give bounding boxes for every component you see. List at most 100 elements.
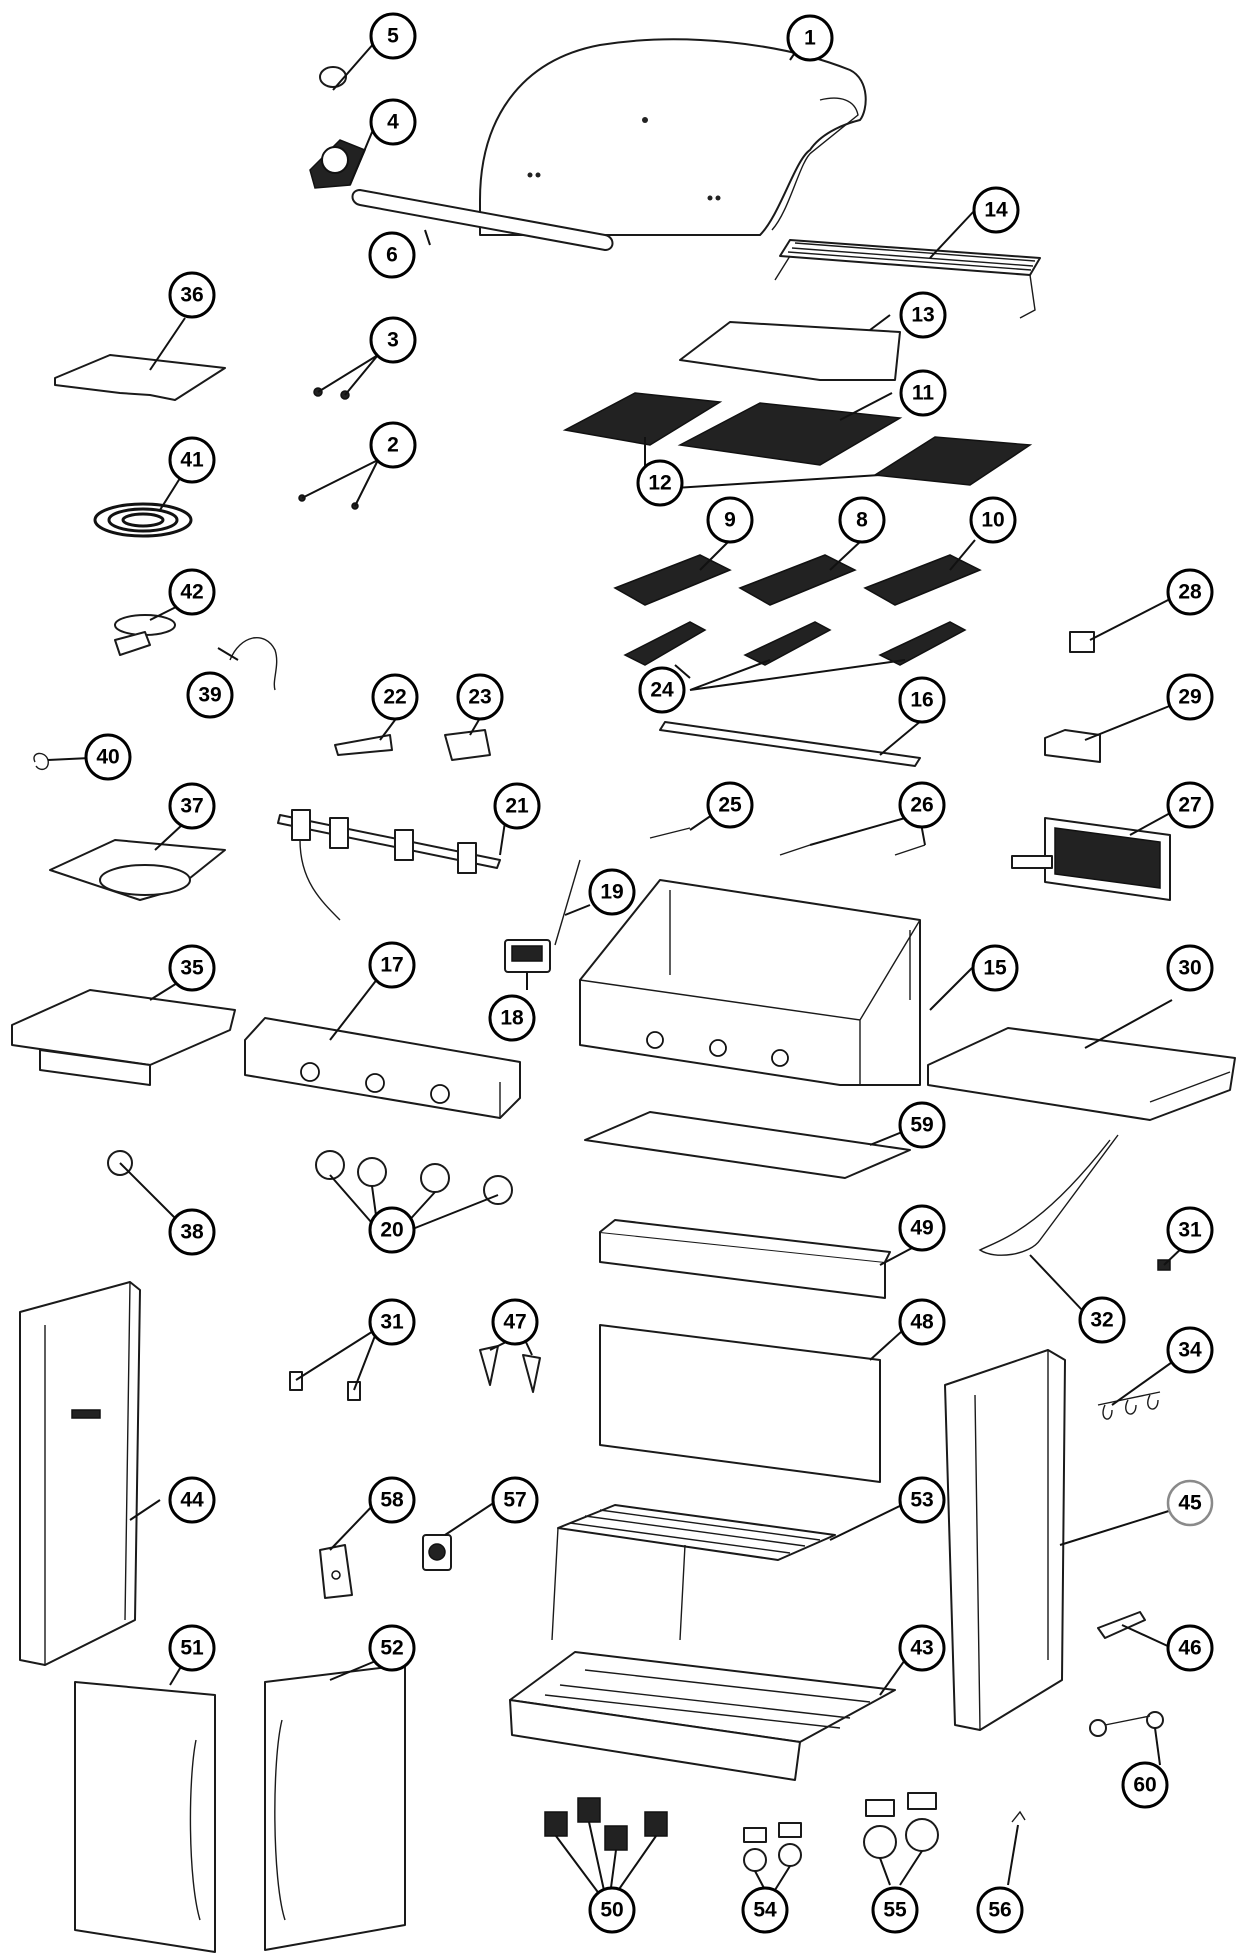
callout-circle [368, 231, 416, 279]
callout-circle [899, 369, 947, 417]
leader-lines [47, 37, 1186, 1896]
part-back-panel [599, 1324, 881, 1483]
callout-20: 20 [368, 1206, 416, 1254]
callout-53: 53 [898, 1476, 946, 1524]
callout-circle [368, 1298, 416, 1346]
part-lid-handle [351, 189, 614, 251]
callout-number: 13 [911, 304, 934, 327]
callout-number: 39 [198, 684, 221, 707]
part-side-burner-grate [93, 502, 193, 538]
part-burners [623, 621, 967, 666]
callout-number: 51 [180, 1637, 204, 1660]
part-probe-wire [554, 859, 581, 946]
callout-10: 10 [969, 496, 1017, 544]
callout-circle [168, 271, 216, 319]
callout-42: 42 [168, 568, 216, 616]
part-display-module [504, 939, 551, 973]
callout-17: 17 [368, 941, 416, 989]
callout-circle [898, 1204, 946, 1252]
callout-circle [1078, 1296, 1126, 1344]
callout-circle [898, 1298, 946, 1346]
callout-43: 43 [898, 1624, 946, 1672]
callout-number: 44 [180, 1489, 204, 1512]
callout-circle [1121, 1761, 1169, 1809]
part-pin [1011, 1810, 1026, 1823]
callout-2: 2 [369, 421, 417, 469]
callout-number: 48 [910, 1311, 934, 1334]
callout-circle [1166, 1206, 1214, 1254]
part-valve-manifold [277, 809, 501, 921]
callout-number: 17 [380, 954, 403, 977]
part-ignitor-wire [229, 637, 278, 691]
part-spring [1089, 1711, 1164, 1737]
callout-circle [1166, 568, 1214, 616]
part-clip [33, 752, 49, 771]
callout-number: 18 [500, 1007, 524, 1030]
callout-circle [368, 1206, 416, 1254]
callout-number: 56 [988, 1899, 1011, 1922]
callout-47: 47 [491, 1298, 539, 1346]
callout-6: 6 [368, 231, 416, 279]
callout-circle [488, 994, 536, 1042]
callout-39: 39 [186, 671, 234, 719]
callout-number: 1 [804, 27, 816, 50]
callout-23: 23 [456, 673, 504, 721]
part-cooking-grate-left [562, 392, 723, 446]
callout-4: 4 [369, 98, 417, 146]
part-side-burner-bowl [49, 839, 226, 901]
callout-number: 60 [1133, 1774, 1156, 1797]
callout-number: 40 [96, 746, 119, 769]
callout-number: 59 [910, 1114, 933, 1137]
callout-32: 32 [1078, 1296, 1126, 1344]
callout-circle [898, 1476, 946, 1524]
callout-circle [1166, 1479, 1214, 1527]
callout-number: 50 [600, 1899, 623, 1922]
callout-37: 37 [168, 782, 216, 830]
callout-number: 26 [910, 794, 933, 817]
part-thermometer [309, 139, 366, 189]
callout-number: 21 [505, 795, 529, 818]
part-hooks [1097, 1391, 1161, 1420]
callout-circle [706, 781, 754, 829]
callout-circle [168, 1476, 216, 1524]
callout-59: 59 [898, 1101, 946, 1149]
callout-number: 54 [753, 1899, 777, 1922]
part-side-shelf [927, 1027, 1236, 1121]
callout-circle [971, 944, 1019, 992]
callout-number: 5 [387, 25, 399, 48]
callout-number: 34 [1178, 1339, 1202, 1362]
callout-circle [898, 676, 946, 724]
callout-circle [186, 671, 234, 719]
part-door-left [74, 1681, 216, 1953]
part-regulator-fitting [444, 729, 491, 761]
callout-number: 4 [387, 111, 399, 134]
part-cooking-grate-right [872, 436, 1033, 486]
callout-30: 30 [1166, 944, 1214, 992]
callout-number: 36 [180, 284, 203, 307]
callout-circle [786, 14, 834, 62]
callout-49: 49 [898, 1204, 946, 1252]
callout-circle [1166, 781, 1214, 829]
callout-circle [588, 1886, 636, 1934]
part-flame-tamer-9 [613, 554, 732, 606]
callout-11: 11 [899, 369, 947, 417]
callout-circle [371, 673, 419, 721]
callout-26: 26 [898, 781, 946, 829]
callout-21: 21 [493, 782, 541, 830]
callout-number: 47 [503, 1311, 526, 1334]
part-bracket-46 [1097, 1611, 1146, 1639]
callout-number: 10 [981, 509, 1004, 532]
callout-circle [368, 941, 416, 989]
callout-number: 37 [180, 795, 203, 818]
callout-number: 12 [648, 472, 671, 495]
part-brackets-47 [479, 1345, 541, 1393]
callout-circle [168, 782, 216, 830]
callout-circle [168, 944, 216, 992]
callout-number: 42 [180, 581, 203, 604]
part-orifice-fitting [334, 734, 393, 756]
part-control-panel [244, 1017, 521, 1119]
part-heat-tent [679, 321, 901, 381]
part-screws-3 [313, 387, 350, 400]
callout-circle [368, 1624, 416, 1672]
callout-circle [491, 1476, 539, 1524]
